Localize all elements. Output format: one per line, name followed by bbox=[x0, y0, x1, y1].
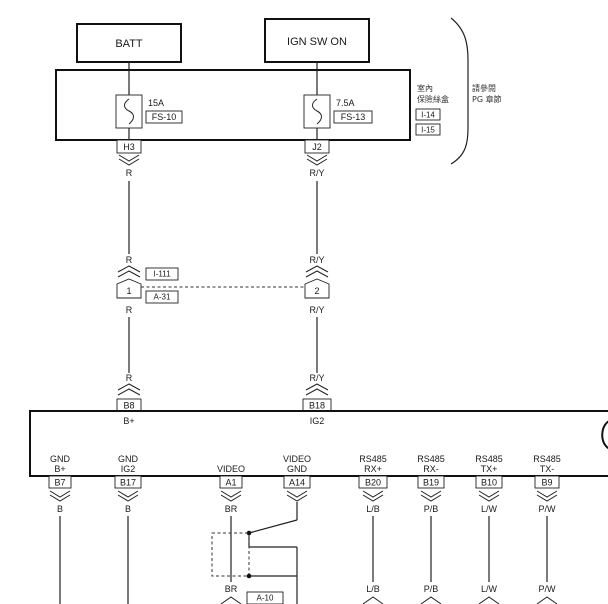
fuse-connector-2: I-15 bbox=[421, 126, 435, 135]
module-box bbox=[29, 410, 608, 477]
wire-r-1: R bbox=[126, 168, 133, 178]
pin-h3: H3 R bbox=[116, 139, 142, 178]
pin-b18: R/Y B18 bbox=[302, 373, 332, 412]
svg-text:P/W: P/W bbox=[539, 584, 557, 594]
svg-text:RX-: RX- bbox=[423, 464, 439, 474]
svg-text:J2: J2 bbox=[312, 142, 322, 152]
ign-label: IGN SW ON bbox=[287, 36, 347, 48]
reference-bracket bbox=[450, 17, 469, 165]
svg-text:L/B: L/B bbox=[366, 584, 380, 594]
svg-text:RS485: RS485 bbox=[359, 454, 387, 464]
svg-text:B19: B19 bbox=[423, 478, 439, 488]
svg-text:R: R bbox=[126, 255, 133, 265]
svg-text:L/B: L/B bbox=[366, 504, 380, 514]
fuse-connector-1: I-14 bbox=[421, 111, 435, 120]
fuse-fs10: 15A FS-10 bbox=[115, 70, 183, 140]
svg-text:B17: B17 bbox=[120, 478, 136, 488]
svg-text:RS485: RS485 bbox=[417, 454, 445, 464]
svg-text:GND: GND bbox=[287, 464, 308, 474]
svg-text:BR: BR bbox=[225, 584, 238, 594]
svg-text:H3: H3 bbox=[123, 142, 135, 152]
fuse-box bbox=[55, 69, 411, 141]
svg-text:L/W: L/W bbox=[481, 504, 498, 514]
batt-label: BATT bbox=[115, 38, 143, 50]
svg-text:P/B: P/B bbox=[424, 504, 439, 514]
svg-text:A14: A14 bbox=[289, 478, 305, 488]
svg-text:VIDEO: VIDEO bbox=[217, 464, 245, 474]
svg-text:B9: B9 bbox=[541, 478, 552, 488]
svg-text:L/W: L/W bbox=[481, 584, 498, 594]
joint-conn-bottom: A-31 bbox=[154, 293, 171, 302]
fuse1-amp: 15A bbox=[148, 98, 164, 108]
joint-right: R/Y 2 R/Y bbox=[304, 255, 330, 315]
svg-text:B: B bbox=[57, 504, 63, 514]
module-pin-ig2: IG2 bbox=[310, 416, 325, 426]
svg-text:GND: GND bbox=[118, 454, 139, 464]
svg-text:A1: A1 bbox=[225, 478, 236, 488]
fuse2-amp: 7.5A bbox=[336, 98, 355, 108]
svg-text:R: R bbox=[126, 305, 133, 315]
svg-text:TX+: TX+ bbox=[481, 464, 498, 474]
fuse-fs13: 7.5A FS-13 bbox=[303, 70, 373, 140]
svg-text:R: R bbox=[126, 373, 133, 383]
pin-j2: J2 R/Y bbox=[304, 139, 330, 178]
module-pin-b-plus: B+ bbox=[123, 416, 134, 426]
ign-box: IGN SW ON bbox=[264, 18, 370, 63]
svg-text:RS485: RS485 bbox=[475, 454, 503, 464]
svg-text:1: 1 bbox=[126, 286, 131, 296]
lower-connectors: BR A-10 L/B P/B L/W P/W bbox=[220, 584, 558, 604]
svg-text:B: B bbox=[125, 504, 131, 514]
fuse-box-label-2: 保險絲盒 bbox=[417, 94, 449, 104]
video-shield bbox=[211, 502, 298, 604]
svg-text:B10: B10 bbox=[481, 478, 497, 488]
svg-text:B7: B7 bbox=[54, 478, 65, 488]
svg-text:R/Y: R/Y bbox=[309, 305, 324, 315]
fuse1-name: FS-10 bbox=[152, 112, 177, 122]
bottom-connectors: B7 B B17 B A1 BR A14 B20 L/B B19 P/B B10 bbox=[48, 475, 560, 604]
svg-text:B18: B18 bbox=[309, 401, 325, 411]
svg-text:R/Y: R/Y bbox=[309, 373, 324, 383]
svg-text:2: 2 bbox=[314, 286, 319, 296]
svg-text:IG2: IG2 bbox=[121, 464, 136, 474]
svg-text:VIDEO: VIDEO bbox=[283, 454, 311, 464]
bottom-pin-labels: GND B+ GND IG2 VIDEO VIDEO GND RS485 RX+… bbox=[50, 454, 561, 474]
svg-text:BR: BR bbox=[225, 504, 238, 514]
fuse2-name: FS-13 bbox=[341, 112, 366, 122]
ref-label-1: 請參閱 bbox=[472, 83, 496, 93]
svg-text:P/W: P/W bbox=[539, 504, 557, 514]
svg-text:R/Y: R/Y bbox=[309, 255, 324, 265]
joint-left: R 1 R bbox=[116, 255, 142, 315]
joint-conn-top: I-111 bbox=[153, 270, 171, 279]
svg-text:GND: GND bbox=[50, 454, 71, 464]
batt-box: BATT bbox=[76, 23, 182, 63]
video-connector: A-10 bbox=[257, 594, 274, 603]
svg-text:B+: B+ bbox=[54, 464, 65, 474]
svg-text:P/B: P/B bbox=[424, 584, 439, 594]
ref-label-2: PG 章節 bbox=[472, 94, 502, 104]
pin-b8: R B8 bbox=[116, 373, 142, 412]
svg-text:B8: B8 bbox=[123, 401, 134, 411]
svg-text:TX-: TX- bbox=[540, 464, 555, 474]
fuse-box-label-1: 室內 bbox=[417, 83, 433, 93]
svg-text:RX+: RX+ bbox=[364, 464, 382, 474]
svg-text:B20: B20 bbox=[365, 478, 381, 488]
wire-ry-1: R/Y bbox=[309, 168, 324, 178]
svg-text:RS485: RS485 bbox=[533, 454, 561, 464]
